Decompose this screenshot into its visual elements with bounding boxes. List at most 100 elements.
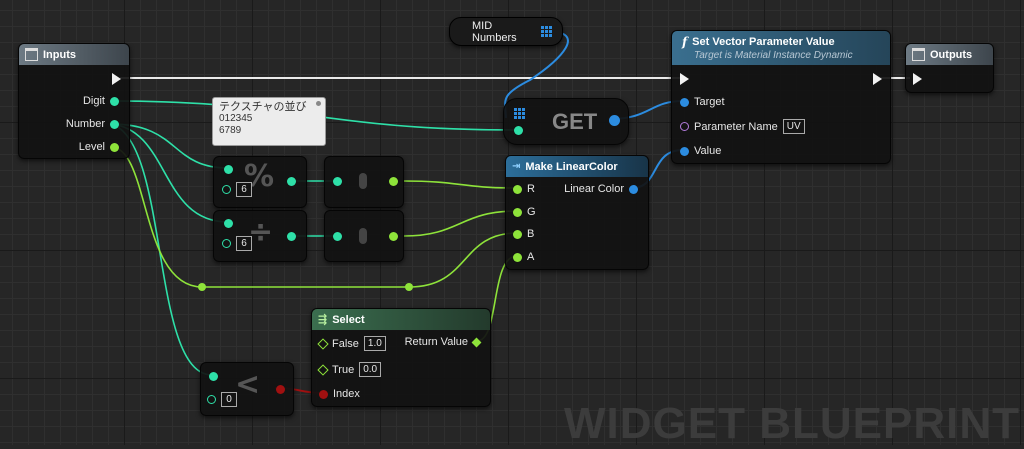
g-pin[interactable]: G (513, 206, 536, 218)
float-pin-icon[interactable] (110, 142, 119, 152)
less-than-node[interactable]: < 0 (200, 362, 294, 416)
int-pin-icon[interactable] (209, 372, 218, 381)
target-pin[interactable]: Target (680, 96, 725, 108)
comment-bubble[interactable]: テクスチャの並び 012345 6789 (212, 97, 326, 146)
int-pin-icon[interactable] (222, 239, 231, 248)
number-pin[interactable]: Number (66, 118, 119, 130)
g-label: G (527, 206, 536, 218)
int-pin-icon[interactable] (207, 395, 216, 404)
modulo-b-pin[interactable]: 6 (222, 182, 252, 197)
int-pin-icon[interactable] (224, 219, 233, 228)
outputs-node[interactable]: Outputs (905, 43, 994, 93)
get-label: GET (552, 109, 598, 134)
wildcard-out-pin-icon[interactable] (471, 337, 482, 347)
exec-in-pin-icon[interactable] (913, 73, 922, 85)
struct-pin-icon[interactable] (680, 146, 689, 156)
digit-pin[interactable]: Digit (83, 95, 119, 107)
number-label: Number (65, 118, 105, 130)
modulo-node[interactable]: % 6 (213, 156, 307, 208)
param-name-label: Parameter Name (694, 120, 778, 133)
param-name-pin[interactable]: Parameter Name UV (680, 119, 805, 134)
false-pin[interactable]: False 1.0 (317, 336, 386, 351)
index-pin-icon[interactable] (514, 126, 523, 135)
int-out-pin-icon[interactable] (287, 177, 296, 186)
object-pin-icon[interactable] (680, 97, 689, 107)
number-less-wire (110, 123, 213, 376)
divide-value[interactable]: 6 (236, 236, 252, 251)
exec-out-pin-icon[interactable] (873, 73, 882, 85)
float-pin-icon[interactable] (513, 229, 522, 239)
mid-numbers-node[interactable]: MID Numbers (449, 17, 563, 46)
set-vector-title: Set Vector Parameter Value (692, 36, 835, 48)
exec-pin-icon[interactable] (112, 73, 121, 85)
b-pin[interactable]: B (513, 228, 534, 240)
index-pin[interactable]: Index (319, 388, 360, 400)
float-pin-icon[interactable] (513, 184, 522, 194)
false-label: False (332, 337, 359, 350)
divide-b-pin[interactable]: 6 (222, 236, 252, 251)
int-to-float-node[interactable] (324, 210, 404, 262)
int-pin-icon[interactable] (110, 96, 119, 106)
float-pin-icon[interactable] (389, 232, 398, 241)
select-header: ⇶ Select (312, 309, 490, 330)
level-pin[interactable]: Level (79, 141, 119, 153)
index-label: Index (333, 388, 360, 400)
array-pin-icon[interactable] (514, 108, 525, 119)
set-vector-header: f Set Vector Parameter Value Target is M… (672, 31, 890, 65)
int-pin-icon[interactable] (333, 177, 342, 186)
linear-color-out-pin[interactable]: Linear Color (564, 183, 638, 195)
value-label: Value (694, 145, 722, 157)
comment-line: 012345 (219, 113, 253, 124)
less-than-glyph: < (235, 367, 261, 402)
return-value-pin[interactable]: Return Value (404, 336, 482, 348)
a-label: A (527, 251, 535, 263)
set-vector-subtitle: Target is Material Instance Dynamic (694, 50, 853, 61)
int-pin-icon[interactable] (224, 165, 233, 174)
true-value[interactable]: 0.0 (359, 362, 382, 377)
false-value[interactable]: 1.0 (363, 336, 386, 351)
mid-numbers-label: MID Numbers (472, 19, 517, 44)
float-pin-icon[interactable] (513, 252, 522, 262)
wildcard-pin-icon[interactable] (317, 337, 329, 350)
r-pin[interactable]: R (513, 183, 535, 195)
struct-pin-icon[interactable] (629, 184, 638, 194)
exec-out-pin[interactable] (112, 73, 121, 85)
divide-node[interactable]: ÷ 6 (213, 210, 307, 262)
int-pin-icon[interactable] (333, 232, 342, 241)
bool-out-pin-icon[interactable] (276, 385, 285, 394)
linear-color-label: Linear Color (564, 183, 624, 195)
bool-pin-icon[interactable] (319, 389, 328, 399)
conv-g-wire (403, 210, 518, 237)
wildcard-pin-icon[interactable] (317, 363, 329, 376)
inputs-node[interactable]: Inputs Digit Number Level (18, 43, 130, 159)
conv-r-wire (403, 180, 518, 189)
float-pin-icon[interactable] (513, 207, 522, 217)
param-name-value[interactable]: UV (782, 119, 805, 134)
function-icon: f (682, 35, 688, 49)
level-wire (110, 146, 518, 288)
get-node[interactable]: GET (503, 98, 629, 145)
int-pin-icon[interactable] (110, 119, 119, 129)
a-pin[interactable]: A (513, 251, 534, 263)
comment-pin-icon[interactable] (316, 101, 321, 106)
int-pin-icon[interactable] (222, 185, 231, 194)
return-value-label: Return Value (404, 336, 468, 348)
b-label: B (527, 228, 535, 240)
value-pin[interactable]: Value (680, 145, 721, 157)
exec-in-pin-icon[interactable] (680, 73, 689, 85)
int-out-pin-icon[interactable] (287, 232, 296, 241)
make-linearcolor-node[interactable]: ⇥ Make LinearColor R G B A Linear Color (505, 155, 649, 270)
convert-icon (359, 228, 367, 244)
set-vector-param-node[interactable]: f Set Vector Parameter Value Target is M… (671, 30, 891, 164)
outputs-title: Outputs (930, 48, 973, 61)
object-out-pin-icon[interactable] (609, 115, 620, 126)
less-value[interactable]: 0 (221, 392, 237, 407)
name-pin-icon[interactable] (680, 122, 689, 131)
float-pin-icon[interactable] (389, 177, 398, 186)
less-b-pin[interactable]: 0 (207, 392, 237, 407)
modulo-value[interactable]: 6 (236, 182, 252, 197)
outputs-header: Outputs (906, 44, 993, 65)
int-to-float-node[interactable] (324, 156, 404, 208)
